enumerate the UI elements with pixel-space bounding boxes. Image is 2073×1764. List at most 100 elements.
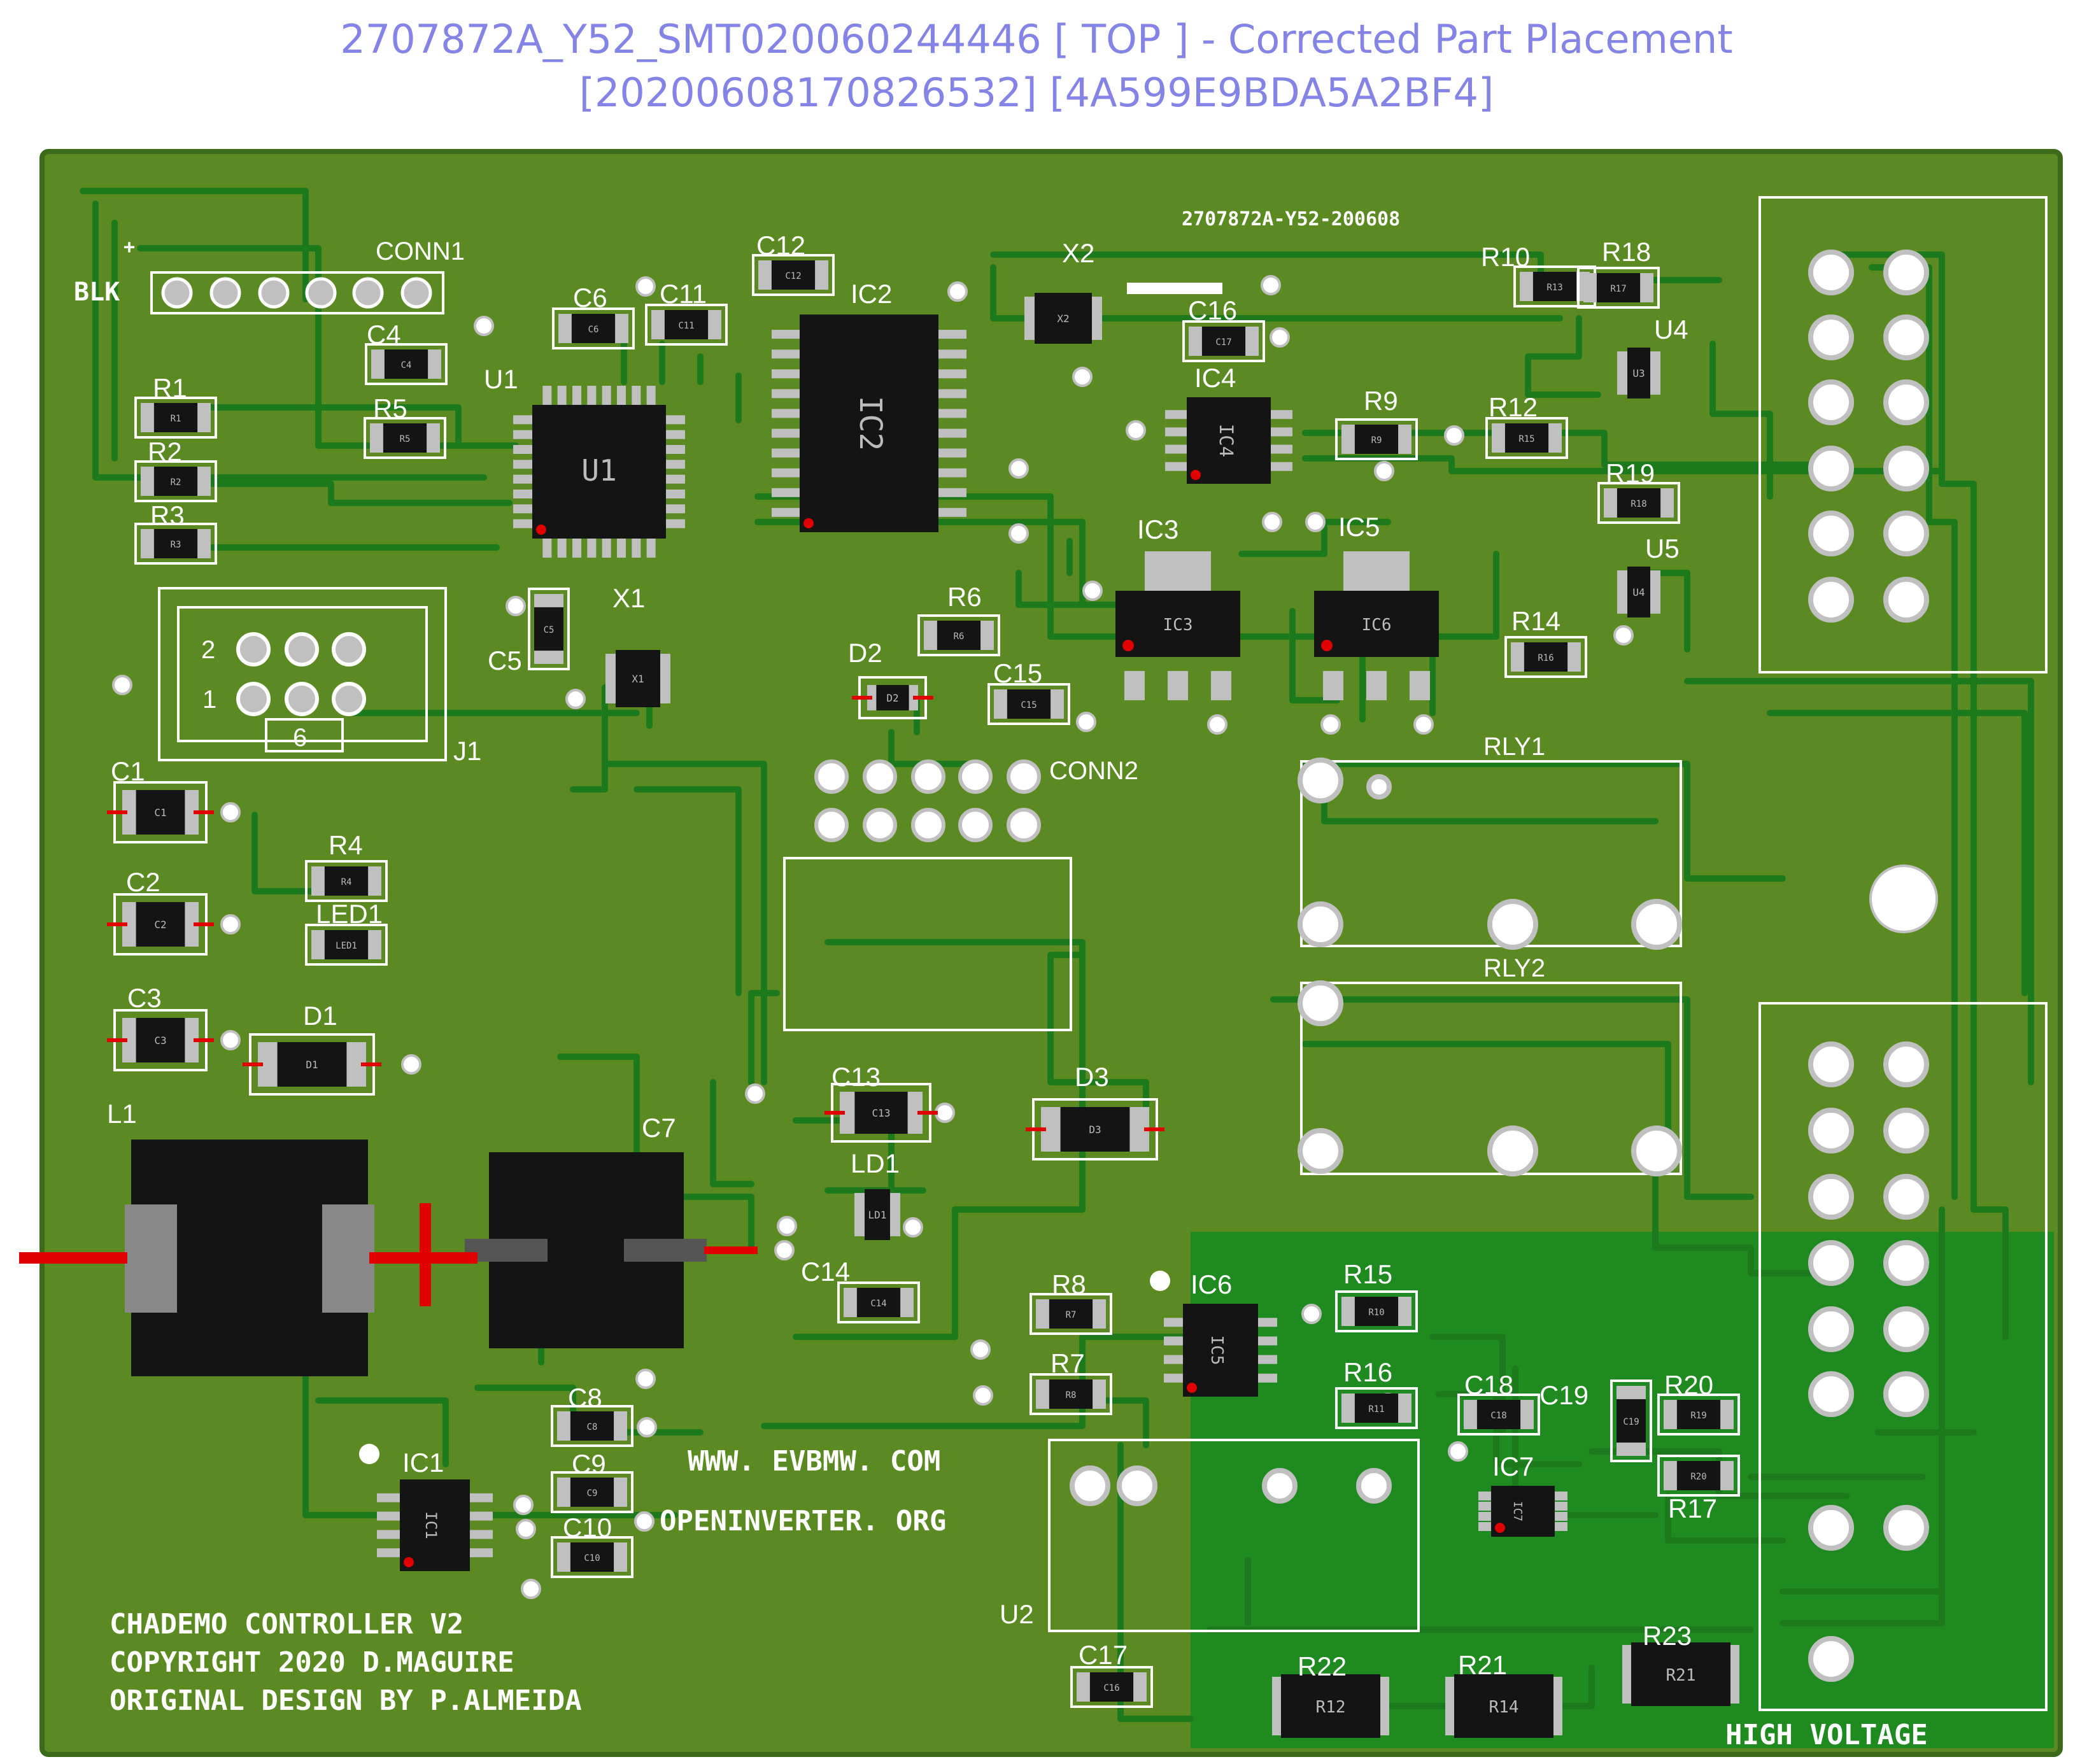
ref-rly1: RLY1 (1483, 733, 1545, 761)
smd-x1: X1 (605, 650, 670, 707)
ref-r1: R1 (153, 373, 187, 403)
ref-c18: C18 (1464, 1370, 1513, 1400)
package-label: C4 (401, 360, 412, 370)
package-label: R17 (1610, 284, 1626, 294)
package-label: IC3 (1163, 616, 1193, 635)
ic-ic7: IC7 (1478, 1486, 1567, 1537)
package-label: R4 (341, 877, 352, 887)
website-evbmw: WWW. EVBMW. COM (688, 1445, 940, 1478)
package-label: C9 (587, 1488, 598, 1499)
smd-r3: R3 (134, 523, 217, 565)
package-label: C3 (154, 1034, 166, 1047)
package-label: C6 (588, 325, 599, 335)
ref-r4: R4 (329, 830, 363, 860)
smd-r18: R17 (1577, 267, 1660, 309)
ref-c1: C1 (111, 756, 145, 786)
smd-r10: R13 (1513, 265, 1596, 307)
hv-zone (1191, 1232, 2054, 1748)
smd-r1: R1 (134, 397, 217, 439)
ref-c12: C12 (756, 230, 805, 260)
package-label: R14 (1489, 1698, 1519, 1717)
package-label: R1 (171, 414, 181, 424)
smd-c14: C14 (837, 1281, 920, 1323)
package-label: D3 (1089, 1124, 1101, 1136)
ref-ic5: IC5 (1338, 512, 1380, 542)
package-label: R18 (1631, 499, 1646, 509)
ref-r14: R14 (1511, 606, 1560, 636)
package-label: X1 (632, 673, 644, 685)
ref-c15: C15 (993, 658, 1042, 688)
page-title: 2707872A_Y52_SMT020060244446 [ TOP ] - C… (340, 16, 1733, 62)
smd-c12: C12 (752, 254, 835, 296)
ref-r20: R20 (1664, 1370, 1713, 1400)
ref-c17: C17 (1079, 1640, 1128, 1670)
smd-r9: R9 (1335, 418, 1418, 460)
ref-r9: R9 (1364, 386, 1398, 416)
relay-pads (1070, 758, 1682, 1506)
smd-c18: C18 (1457, 1394, 1540, 1436)
package-label: U1 (581, 453, 617, 488)
ref-c6: C6 (573, 283, 607, 313)
smd-led1: LED1 (305, 924, 388, 966)
package-label: R21 (1666, 1666, 1696, 1685)
package-label: LD1 (868, 1209, 887, 1221)
ref-led1: LED1 (316, 899, 383, 929)
package-label: R5 (400, 434, 411, 444)
package-label: R15 (1518, 434, 1534, 444)
hv-connector-pins (1808, 250, 1929, 1682)
package-label: D2 (886, 692, 898, 704)
j1-pins (236, 632, 366, 716)
ref-r6: R6 (947, 582, 982, 612)
ref-ic6: IC6 (1191, 1269, 1232, 1299)
ref-ic4: IC4 (1194, 363, 1236, 393)
smd-r21: R14 (1445, 1674, 1562, 1738)
ref-c19: C19 (1539, 1380, 1588, 1410)
credit-line-3: ORIGINAL DESIGN BY P.ALMEIDA (110, 1684, 582, 1717)
plus-mark: + (124, 236, 135, 258)
ref-c7: C7 (642, 1113, 676, 1143)
package-label: C16 (1103, 1683, 1119, 1693)
ref-x1: X1 (612, 583, 645, 613)
ref-d3: D3 (1075, 1062, 1109, 1092)
j1-pin-label: 6 (293, 724, 307, 752)
package-label: IC6 (1362, 616, 1392, 635)
smd-c17: C16 (1070, 1666, 1153, 1708)
smd-r8: R7 (1029, 1293, 1112, 1335)
smd-c19: C19 (1610, 1379, 1652, 1462)
package-label: LED1 (336, 941, 357, 951)
package-label: R8 (1066, 1390, 1077, 1401)
smd-r6: R6 (917, 614, 1000, 656)
ref-c11: C11 (660, 279, 707, 309)
j1-pin-label: 2 (201, 636, 215, 664)
ic-ic2: IC2 (772, 314, 966, 532)
package-label: R7 (1066, 1310, 1077, 1320)
ref-conn1: CONN1 (376, 237, 465, 265)
package-label: R10 (1368, 1308, 1384, 1318)
smd-c15: C15 (987, 683, 1070, 725)
ref-ld1: LD1 (851, 1148, 900, 1178)
smd-c4: C4 (365, 343, 448, 385)
smd-r4: R4 (305, 860, 388, 902)
package-label: R13 (1546, 283, 1562, 293)
package-label: R19 (1690, 1411, 1706, 1421)
package-label: C18 (1490, 1411, 1506, 1421)
ref-c13: C13 (831, 1062, 881, 1092)
package-label: R16 (1538, 653, 1553, 663)
ref-r23: R23 (1643, 1621, 1692, 1651)
package-label: C5 (544, 625, 555, 635)
board-code: 2707872A-Y52-200608 (1182, 208, 1400, 230)
package-label: IC1 (422, 1511, 440, 1539)
ref-ic7: IC7 (1492, 1451, 1534, 1481)
smd-u4: U3 (1617, 348, 1660, 399)
smd-c2: C2 (107, 893, 214, 956)
conn1-pins (161, 277, 432, 309)
ref-c4: C4 (367, 320, 401, 349)
package-label: C19 (1623, 1417, 1639, 1427)
ref-r19: R19 (1606, 458, 1655, 488)
smd-d3: D3 (1026, 1098, 1164, 1161)
smd-r15: R10 (1335, 1290, 1418, 1332)
smd-c10: C10 (551, 1536, 633, 1578)
package-label: C8 (587, 1422, 598, 1432)
